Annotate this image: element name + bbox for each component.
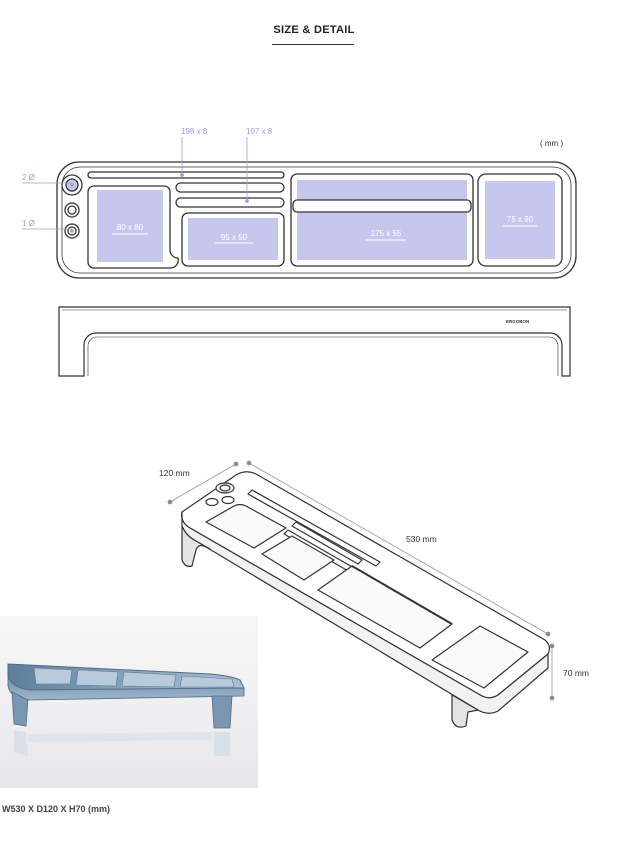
short-slot-label: 107 x 8 xyxy=(246,127,273,136)
compartment-b-outline xyxy=(181,212,285,267)
photo-compartment-1 xyxy=(33,667,73,685)
compartment-b-label: 95 x 50 xyxy=(221,233,248,242)
front-view-inner xyxy=(62,309,567,376)
perspective-dimensions xyxy=(167,460,555,701)
perspective-compartment-b xyxy=(261,535,335,581)
short-slot-2 xyxy=(175,197,285,208)
product-photo xyxy=(0,616,258,788)
title-underline xyxy=(272,44,354,45)
compartment-c-divider xyxy=(292,199,472,213)
compartment-c-label: 175 x 55 xyxy=(371,229,402,238)
compartment-d-label: 75 x 90 xyxy=(507,215,534,224)
perspective-view xyxy=(181,471,551,728)
hole-small-inner-1 xyxy=(67,205,77,215)
perspective-hole-small-1 xyxy=(205,497,219,507)
compartment-c-outline xyxy=(290,173,474,267)
depth-dim-line xyxy=(169,463,237,503)
hole-small-label: 1 Ø xyxy=(22,219,35,228)
perspective-short-slot-1 xyxy=(291,521,363,565)
photo-compartment-4 xyxy=(179,675,235,688)
photo-left-leg xyxy=(11,691,29,727)
compartment-a-label: 80 x 80 xyxy=(117,223,144,232)
photo-compartment-3 xyxy=(121,671,177,688)
top-view-inner-outline xyxy=(61,166,572,274)
perspective-hole-large-inner xyxy=(219,484,231,492)
compartment-a-fill xyxy=(97,190,163,262)
hole-small-outer-2 xyxy=(64,223,80,239)
photo-tray-front xyxy=(7,675,245,701)
top-view-leaders xyxy=(22,137,249,233)
width-dim-line xyxy=(248,462,549,635)
photo-right-leg xyxy=(211,695,233,729)
perspective-hole-small-2 xyxy=(221,495,235,505)
width-label: 530 mm xyxy=(406,534,437,544)
hole-small-outer-1 xyxy=(64,202,80,218)
perspective-compartment-a xyxy=(205,503,287,549)
product-photo-drawing xyxy=(7,663,245,756)
perspective-long-slot xyxy=(247,489,381,567)
perspective-right-leg xyxy=(451,694,479,728)
long-slot xyxy=(87,171,285,179)
perspective-compartment-d xyxy=(431,625,529,689)
hole-large-outer xyxy=(61,174,83,196)
front-view xyxy=(58,306,571,377)
perspective-left-leg xyxy=(181,525,211,567)
height-label: 70 mm xyxy=(563,668,589,678)
perspective-divider xyxy=(351,565,453,625)
front-view-brand: ERGOBON xyxy=(506,319,529,324)
top-view-outline xyxy=(56,161,577,279)
product-spec: W530 X D120 X H70 (mm) xyxy=(2,804,111,814)
short-slot-1 xyxy=(175,182,285,193)
front-view-outline xyxy=(58,306,571,377)
compartment-a-outline xyxy=(87,185,179,269)
compartment-d-fill xyxy=(485,181,555,259)
compartment-underlines xyxy=(112,225,537,244)
photo-compartment-2 xyxy=(75,669,119,687)
unit-note: ( mm ) xyxy=(540,139,563,148)
long-slot-label: 198 x 8 xyxy=(181,127,208,136)
hole-large-label: 2 Ø xyxy=(22,173,35,182)
hole-small-inner-2 xyxy=(67,226,77,236)
compartment-b-fill xyxy=(188,218,278,260)
page-title: SIZE & DETAIL xyxy=(273,24,355,36)
top-view xyxy=(56,161,577,279)
compartment-d-outline xyxy=(477,173,563,267)
product-diagram: 198 x 8 107 x 8 2 Ø 1 Ø ( mm ) 80 x 80 9… xyxy=(22,127,589,728)
depth-label: 120 mm xyxy=(159,468,190,478)
compartment-c-fill xyxy=(297,180,467,260)
